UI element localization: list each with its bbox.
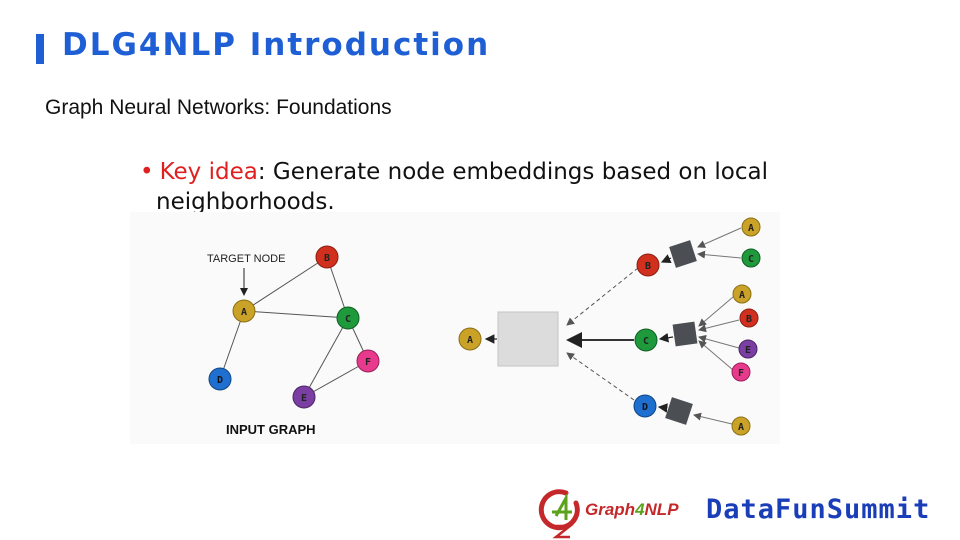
svg-text:D: D: [217, 375, 223, 386]
graph-node-f: F: [356, 349, 380, 373]
edge-b-to-root: [566, 267, 639, 326]
computation-graph: A B A C C: [458, 217, 761, 436]
svg-text:B: B: [645, 261, 651, 272]
svg-text:A: A: [241, 307, 247, 318]
edge-b-c: [697, 250, 742, 259]
bullet-dot: •: [140, 159, 154, 185]
root-aggregator-box: [497, 311, 559, 367]
edge-e-f: [303, 360, 369, 398]
svg-text:A: A: [739, 290, 745, 301]
leaf-d-a: A: [731, 416, 751, 436]
datafunsummit-logo: DataFunSummit: [706, 494, 931, 525]
svg-text:A: A: [738, 422, 744, 433]
key-idea-label: Key idea: [159, 159, 258, 185]
edge-c-b: [698, 319, 740, 333]
input-graph: TARGET NODE A B C D E F: [207, 245, 380, 437]
leaf-c-b: B: [739, 308, 759, 328]
aggregator-c: [672, 321, 698, 347]
key-idea-bullet: •Key idea: Generate node embeddings base…: [140, 157, 780, 217]
svg-text:A: A: [748, 223, 754, 234]
graph-node-e: E: [292, 385, 316, 409]
svg-text:B: B: [746, 314, 752, 325]
leaf-c-f: F: [731, 362, 751, 382]
aggregator-d: [665, 397, 693, 425]
svg-text:F: F: [365, 357, 371, 368]
edge-c-e: [698, 334, 740, 349]
svg-text:D: D: [642, 402, 648, 413]
edge-a-b: [243, 256, 328, 312]
comp-root-node-a: A: [458, 327, 482, 351]
leaf-c-a: A: [732, 284, 752, 304]
graph-node-b: B: [315, 245, 339, 269]
edge-c-f: [698, 340, 734, 371]
svg-text:E: E: [745, 345, 751, 356]
key-idea-text: : Generate node embeddings based on loca…: [257, 159, 768, 185]
input-graph-caption: INPUT GRAPH: [226, 422, 316, 437]
graph-node-a: A: [232, 299, 256, 323]
svg-text:C: C: [345, 314, 351, 325]
graph4nlp-logo-icon: [538, 489, 580, 539]
agg-d-arrow: [657, 403, 668, 413]
slide-subtitle: Graph Neural Networks: Foundations: [45, 96, 392, 119]
graph-node-c: C: [336, 306, 360, 330]
comp-node-d: D: [633, 394, 657, 418]
leaf-c-e: E: [738, 339, 758, 359]
edge-d-to-root: [566, 352, 635, 401]
svg-text:F: F: [738, 368, 744, 379]
edge-a-d: [219, 310, 245, 380]
edge-c-a: [698, 296, 734, 327]
target-node-label: TARGET NODE: [207, 253, 285, 265]
svg-text:B: B: [324, 253, 330, 264]
aggregator-b: [669, 240, 697, 268]
svg-text:E: E: [301, 393, 307, 404]
leaf-b-c: C: [741, 248, 761, 268]
agg-c-arrow: [658, 332, 674, 343]
edge-d-a: [693, 412, 733, 425]
agg-b-arrow: [660, 254, 672, 263]
edge-a-c: [243, 310, 349, 319]
key-idea-text-line2: neighborhoods.: [156, 189, 335, 215]
edge-b-a: [697, 227, 742, 248]
svg-text:C: C: [643, 336, 649, 347]
slide-title: DLG4NLP Introduction: [62, 27, 491, 63]
edge-c-e: [303, 317, 349, 398]
leaf-b-a: A: [741, 217, 761, 237]
comp-node-b: B: [636, 253, 660, 277]
svg-text:A: A: [467, 335, 473, 346]
comp-node-c: C: [634, 328, 658, 352]
title-accent-bar: [36, 34, 44, 64]
svg-text:C: C: [748, 254, 754, 265]
graph4nlp-wordmark: Graph4NLP: [585, 500, 679, 519]
graph-node-d: D: [208, 367, 232, 391]
